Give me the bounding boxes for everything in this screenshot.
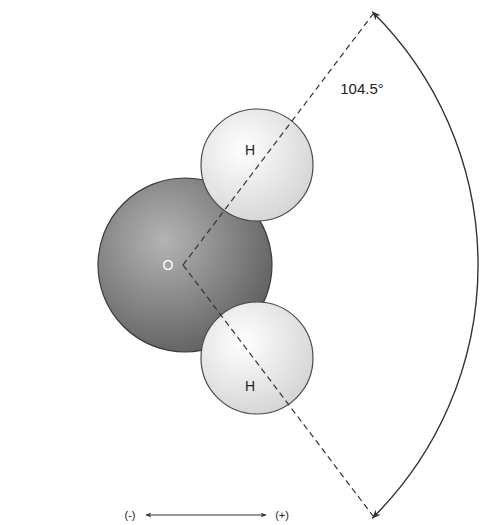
polarity-sign: (+) — [275, 510, 289, 521]
hydrogen-atom: H — [200, 301, 314, 415]
angle-arc — [373, 12, 479, 518]
polarity-arrow — [146, 515, 266, 516]
hydrogen-atom-outline — [201, 302, 313, 414]
angle-label-holder: 104.5° — [340, 81, 384, 96]
hydrogen-atom: H — [200, 108, 314, 222]
bond-axis — [183, 14, 373, 265]
atom-symbol-holder: H — [245, 143, 255, 157]
atom-symbol-holder: O — [163, 258, 174, 272]
atom-symbol-holder: H — [245, 379, 255, 393]
hydrogen-atom-outline — [201, 109, 313, 221]
bond-axis — [183, 265, 373, 516]
polarity-sign: (-) — [125, 510, 136, 521]
hydrogen-atom-shape — [200, 301, 314, 415]
polarity-sign-holder: (+) — [275, 510, 289, 521]
atom-symbol: H — [245, 379, 255, 393]
polarity-sign-holder: (-) — [125, 510, 136, 521]
atom-symbol: O — [163, 258, 174, 272]
angle-label: 104.5° — [340, 81, 384, 96]
atom-symbol: H — [245, 143, 255, 157]
hydrogen-atom-shape — [200, 108, 314, 222]
